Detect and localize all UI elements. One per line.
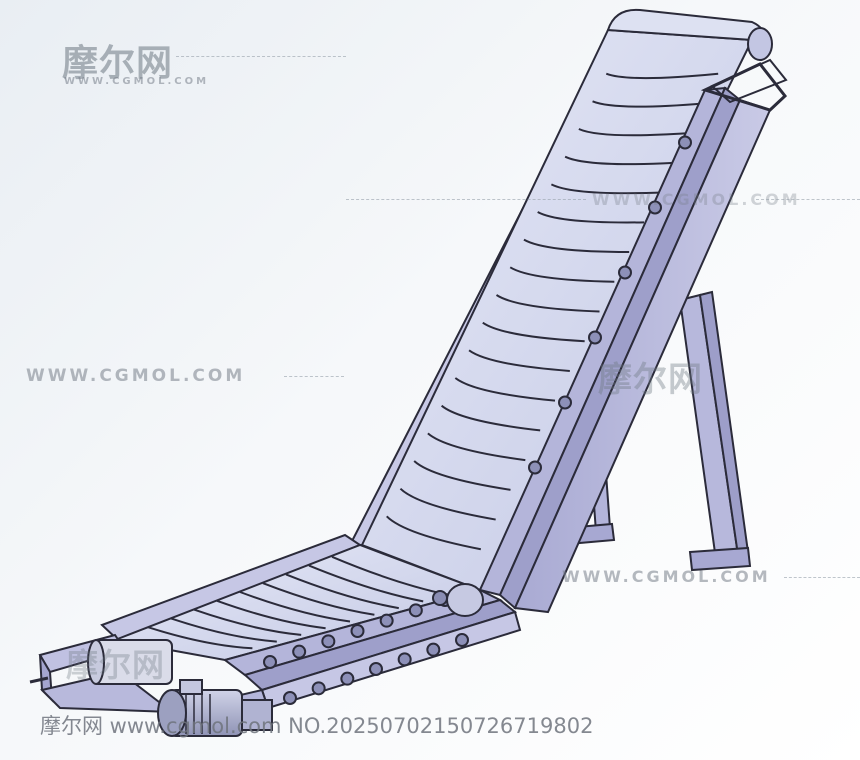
roller-bolt bbox=[311, 681, 326, 696]
watermark-logo-top-left: 摩尔网 bbox=[62, 43, 174, 84]
belt-cleat bbox=[482, 321, 585, 343]
roller-bolt bbox=[588, 330, 602, 345]
belt-cleat bbox=[308, 564, 424, 603]
belt-cleat bbox=[399, 487, 496, 521]
belt-cleat bbox=[262, 582, 375, 616]
roller-bolt bbox=[340, 671, 355, 686]
belt-cleat bbox=[285, 573, 399, 610]
roller-bolt bbox=[678, 135, 692, 150]
belt-cleat bbox=[193, 608, 302, 636]
roller-bolt bbox=[283, 691, 297, 705]
roller-bolt bbox=[292, 644, 307, 659]
watermark-url-middle-left: WWW.CGMOL.COM bbox=[26, 366, 246, 386]
roller-bolt bbox=[397, 652, 412, 667]
belt-cleat bbox=[386, 515, 482, 551]
belt-cleat bbox=[605, 72, 719, 80]
watermark-guide-line bbox=[346, 199, 586, 200]
footer-watermark: 摩尔网 www.cgmol.com NO.2025070215072671980… bbox=[40, 714, 594, 738]
roller-bolt bbox=[408, 603, 423, 618]
bend-roller bbox=[432, 583, 484, 617]
belt-cleat bbox=[523, 238, 630, 254]
belt-cleat bbox=[537, 211, 645, 224]
belt-cleat bbox=[147, 626, 253, 650]
watermark-logo-bottom-left: 摩尔网 bbox=[66, 646, 166, 684]
belt-cleat bbox=[454, 377, 556, 402]
belt-cleat bbox=[216, 599, 326, 630]
roller-bolt bbox=[369, 662, 383, 676]
support-leg-right bbox=[678, 290, 752, 572]
belt-cleat bbox=[592, 100, 704, 108]
belt-cleat bbox=[578, 128, 689, 137]
tail-drum bbox=[87, 639, 173, 685]
roller-bolt bbox=[263, 655, 277, 669]
belt-cleat bbox=[239, 591, 351, 623]
incline-cleats bbox=[386, 72, 719, 551]
drive-motor bbox=[157, 679, 273, 737]
belt-cleat bbox=[495, 294, 600, 313]
belt-cleat bbox=[564, 155, 674, 166]
roller-bolt bbox=[455, 633, 469, 647]
watermark-url-right-upper: WWW.CGMOL.COM bbox=[592, 190, 801, 209]
roller-bolt bbox=[618, 265, 632, 280]
roller-bolt bbox=[379, 613, 394, 628]
roller-bolt bbox=[321, 634, 336, 649]
belt-cleat bbox=[413, 460, 511, 491]
belt-cleat bbox=[468, 349, 570, 372]
watermark-guide-line bbox=[176, 56, 346, 57]
watermark-guide-line bbox=[784, 577, 860, 578]
watermark-logo-center-right: 摩尔网 bbox=[598, 360, 703, 400]
watermark-guide-line bbox=[756, 199, 860, 200]
watermark-url-bottom-right: WWW.CGMOL.COM bbox=[562, 567, 771, 586]
incline-roller-bolts bbox=[528, 135, 692, 475]
watermark-url-top-left: WWW.CGMOL.COM bbox=[64, 76, 210, 87]
belt-cleat bbox=[509, 266, 615, 283]
belt-cleat bbox=[427, 432, 526, 462]
roller-bolt bbox=[426, 642, 441, 657]
watermark-guide-line bbox=[284, 376, 344, 377]
belt-cleat bbox=[550, 183, 659, 195]
roller-bolt bbox=[528, 460, 542, 475]
roller-bolt bbox=[558, 395, 572, 410]
belt-cleat bbox=[170, 617, 277, 643]
incline-belt bbox=[360, 8, 773, 592]
roller-bolt bbox=[648, 200, 662, 215]
roller-bolt bbox=[350, 624, 365, 638]
belt-cleat bbox=[440, 404, 541, 432]
